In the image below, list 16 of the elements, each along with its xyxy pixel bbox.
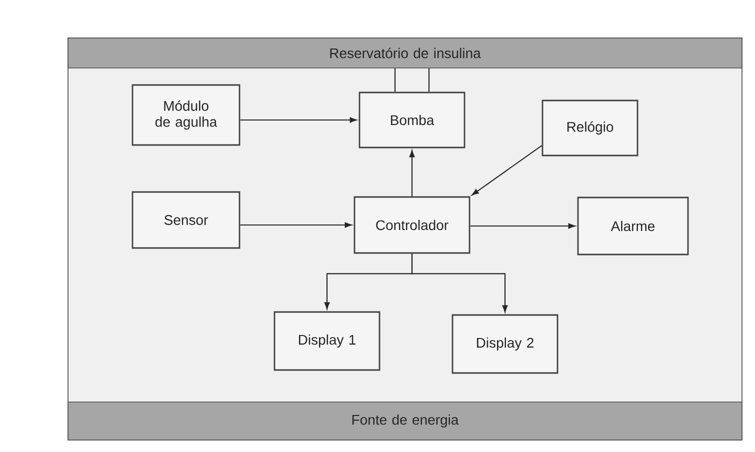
process-box: Módulo de agulha xyxy=(132,84,240,146)
process-box: Display 2 xyxy=(452,314,558,374)
arrow xyxy=(240,222,352,228)
process-box: Display 1 xyxy=(274,311,380,371)
process-box: Bomba xyxy=(358,92,466,148)
arrow xyxy=(472,145,542,196)
band-bar: Fonte de energia xyxy=(68,402,742,440)
process-box: Relógio xyxy=(542,100,638,156)
arrow xyxy=(240,117,357,123)
arrow xyxy=(409,150,415,196)
process-box: Controlador xyxy=(354,196,470,254)
band-bar: Reservatório de insulina xyxy=(68,38,742,68)
process-box: Sensor xyxy=(132,191,240,249)
arrow xyxy=(470,223,576,229)
process-box: Alarme xyxy=(577,196,689,256)
arrow xyxy=(411,254,508,312)
